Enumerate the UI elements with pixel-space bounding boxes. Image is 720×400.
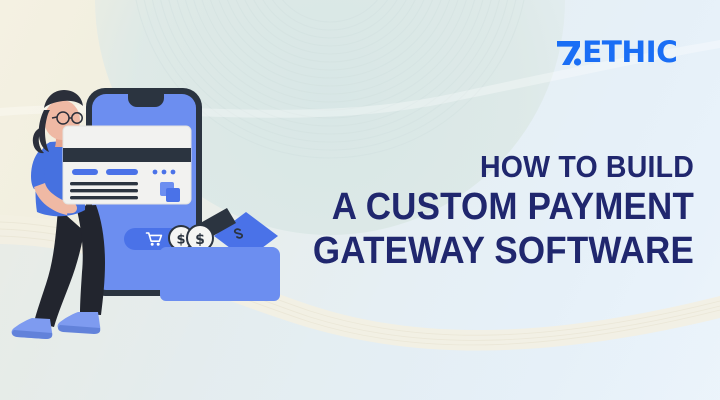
card-bar-1	[72, 169, 98, 175]
card-magnetic-stripe	[63, 148, 191, 162]
card-dots-icon	[152, 169, 176, 175]
svg-text:$: $	[195, 232, 205, 248]
sleeve	[31, 150, 51, 189]
glasses-icon	[51, 111, 83, 125]
card-stack-icon	[160, 182, 180, 202]
payment-card-window	[62, 125, 192, 205]
headline-line-2: A CUSTOM PAYMENT	[331, 186, 694, 228]
svg-text:$: $	[176, 233, 185, 248]
cart-icon	[145, 232, 163, 246]
wallet-body	[160, 247, 280, 301]
forearm	[34, 183, 70, 215]
woman-holding-card	[11, 90, 105, 339]
dollar-coins: $ $	[168, 224, 214, 252]
zethic-logo[interactable]: ETHIC	[555, 35, 678, 69]
card-text-lines	[70, 182, 138, 200]
wallet-with-money: $ $	[160, 208, 280, 301]
ponytail	[32, 128, 44, 154]
back-leg	[34, 208, 84, 327]
hair-top	[44, 90, 83, 108]
hair-side	[38, 110, 50, 152]
back-shoe	[11, 318, 53, 339]
dollar-sign-icon	[233, 228, 244, 239]
headline-line-1: HOW TO BUILD	[480, 149, 694, 184]
card-bar-2	[106, 169, 138, 175]
zethic-seven-mark	[556, 41, 581, 66]
front-shoe	[57, 312, 101, 334]
headline-line-3: GATEWAY SOFTWARE	[312, 230, 694, 272]
payment-gateway-illustration: $ $	[11, 88, 280, 339]
page-title: HOW TO BUILD A CUSTOM PAYMENT GATEWAY SO…	[224, 148, 694, 273]
front-leg	[76, 205, 105, 315]
zethic-wordmark: ETHIC	[581, 35, 678, 69]
